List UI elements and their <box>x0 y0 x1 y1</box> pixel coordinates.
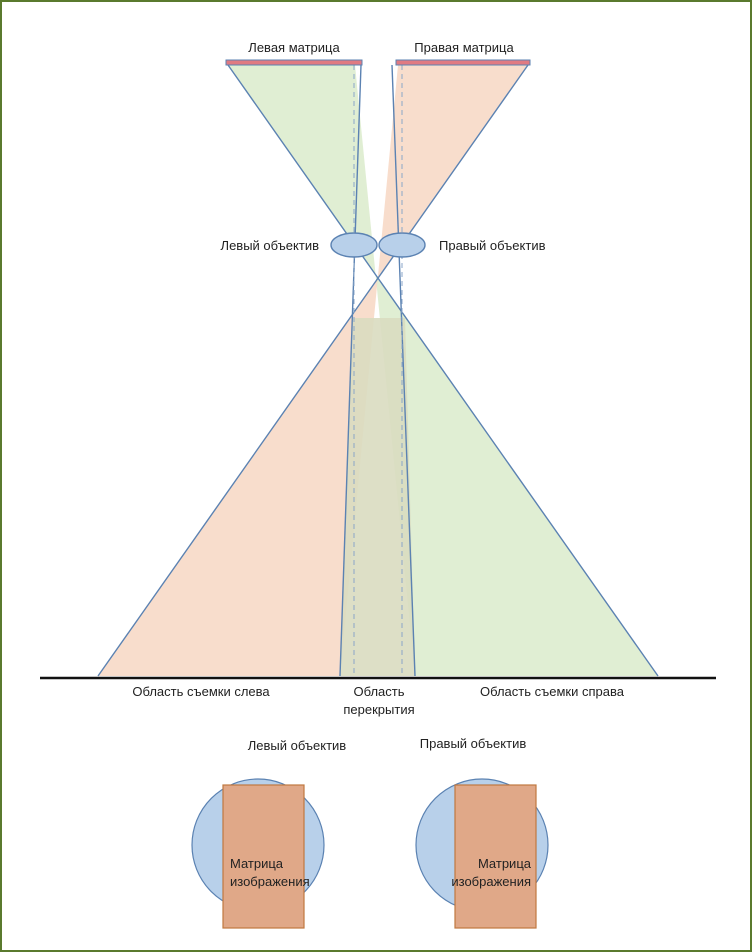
right-lens <box>378 232 426 258</box>
ray-right-inner <box>391 64 416 677</box>
left-matrix-bar <box>225 59 363 66</box>
overlap-label-line1: Область <box>353 684 404 699</box>
area-right-label: Область съемки справа <box>480 684 625 699</box>
left-lens-view-label: Левый объектив <box>248 738 347 753</box>
right-image-sensor <box>454 784 537 929</box>
right-lens-view-label: Правый объектив <box>420 736 527 751</box>
left-matrix-label: Левая матрица <box>248 40 340 55</box>
left-lens-label: Левый объектив <box>221 238 320 253</box>
ray-right-outer <box>97 64 529 677</box>
right-sensor-label-line1: Матрица <box>478 856 532 871</box>
right-matrix-bar <box>395 59 531 66</box>
area-left-label: Область съемки слева <box>132 684 270 699</box>
left-image-sensor <box>222 784 305 929</box>
overlap-region <box>340 318 415 676</box>
ray-left-outer <box>227 64 659 677</box>
left-sensor-label-line2: изображения <box>230 874 310 889</box>
left-lens <box>330 232 378 258</box>
right-matrix-label: Правая матрица <box>414 40 514 55</box>
left-sensor-label-line1: Матрица <box>230 856 284 871</box>
overlap-label-line2: перекрытия <box>343 702 414 717</box>
right-sensor-label-line2: изображения <box>451 874 531 889</box>
ray-left-inner <box>339 64 362 677</box>
right-lens-label: Правый объектив <box>439 238 546 253</box>
